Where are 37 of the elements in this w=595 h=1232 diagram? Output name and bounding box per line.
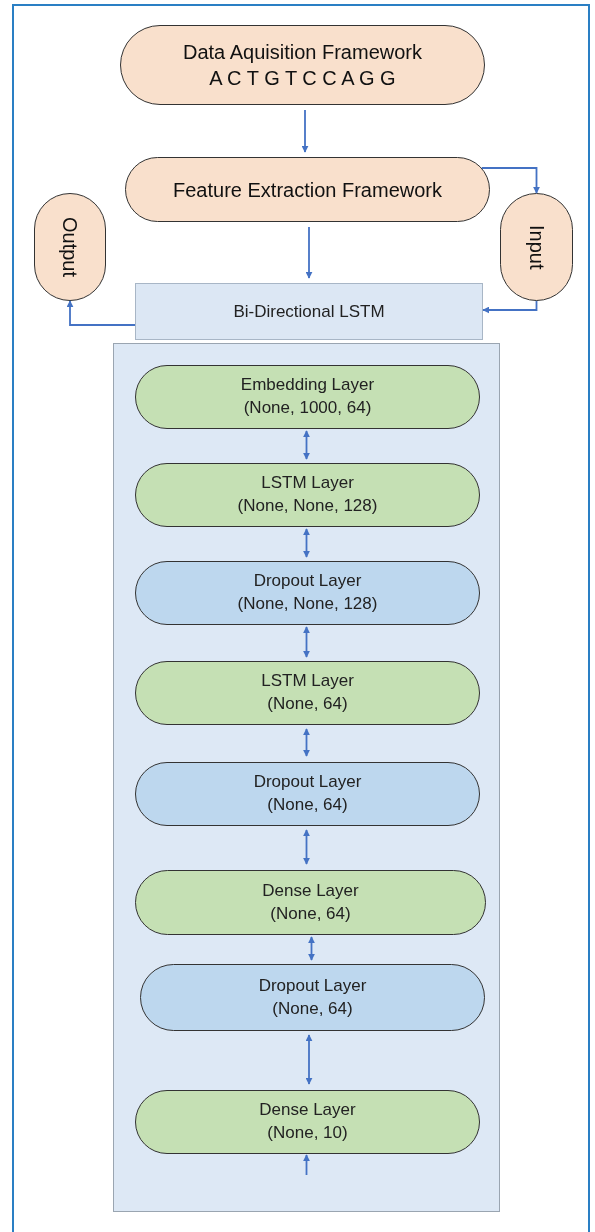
- arrow: [303, 728, 310, 757]
- node-label: (None, 64): [266, 794, 349, 816]
- arrow: [303, 430, 310, 460]
- node-label: Data Aquisition Framework: [182, 40, 423, 65]
- node-label: Dropout Layer: [252, 771, 363, 794]
- arrow: [305, 226, 313, 279]
- node-label: (None, 64): [266, 693, 349, 715]
- node-label: Output: [58, 216, 82, 277]
- node-label: (None, 64): [271, 997, 354, 1020]
- arrow: [480, 167, 540, 194]
- arrow: [308, 936, 315, 961]
- arrow: [303, 829, 310, 865]
- node-label: LSTM Layer: [260, 670, 355, 693]
- process-box: [135, 283, 483, 340]
- node-label: Dense Layer: [261, 879, 360, 902]
- node-label: (None, None, 128): [236, 593, 379, 615]
- arrow: [482, 300, 538, 314]
- node-label: Dense Layer: [258, 1099, 357, 1122]
- node-label: (None, 10): [266, 1122, 349, 1144]
- node-label: (None, None, 128): [236, 495, 379, 517]
- node-label: (None, 64): [269, 902, 352, 925]
- node-label: Feature Extraction Framework: [172, 177, 443, 203]
- node-label: Embedding Layer: [239, 374, 376, 397]
- node-label: LSTM Layer: [260, 472, 355, 495]
- arrow: [303, 1154, 310, 1176]
- model-panel: [113, 343, 500, 1212]
- arrow: [303, 626, 310, 658]
- arrow: [305, 1034, 313, 1085]
- node-label: Bi-Directional LSTM: [232, 300, 386, 323]
- node-label: Input: [524, 224, 549, 270]
- node-label: (None, 1000, 64): [242, 397, 373, 419]
- arrow: [303, 528, 310, 558]
- arrow: [301, 109, 309, 153]
- arrow: [66, 300, 136, 326]
- node-label: Dropout Layer: [252, 570, 363, 593]
- node-label: A C T G T C C A G G: [208, 66, 397, 91]
- node-label: Dropout Layer: [257, 974, 368, 997]
